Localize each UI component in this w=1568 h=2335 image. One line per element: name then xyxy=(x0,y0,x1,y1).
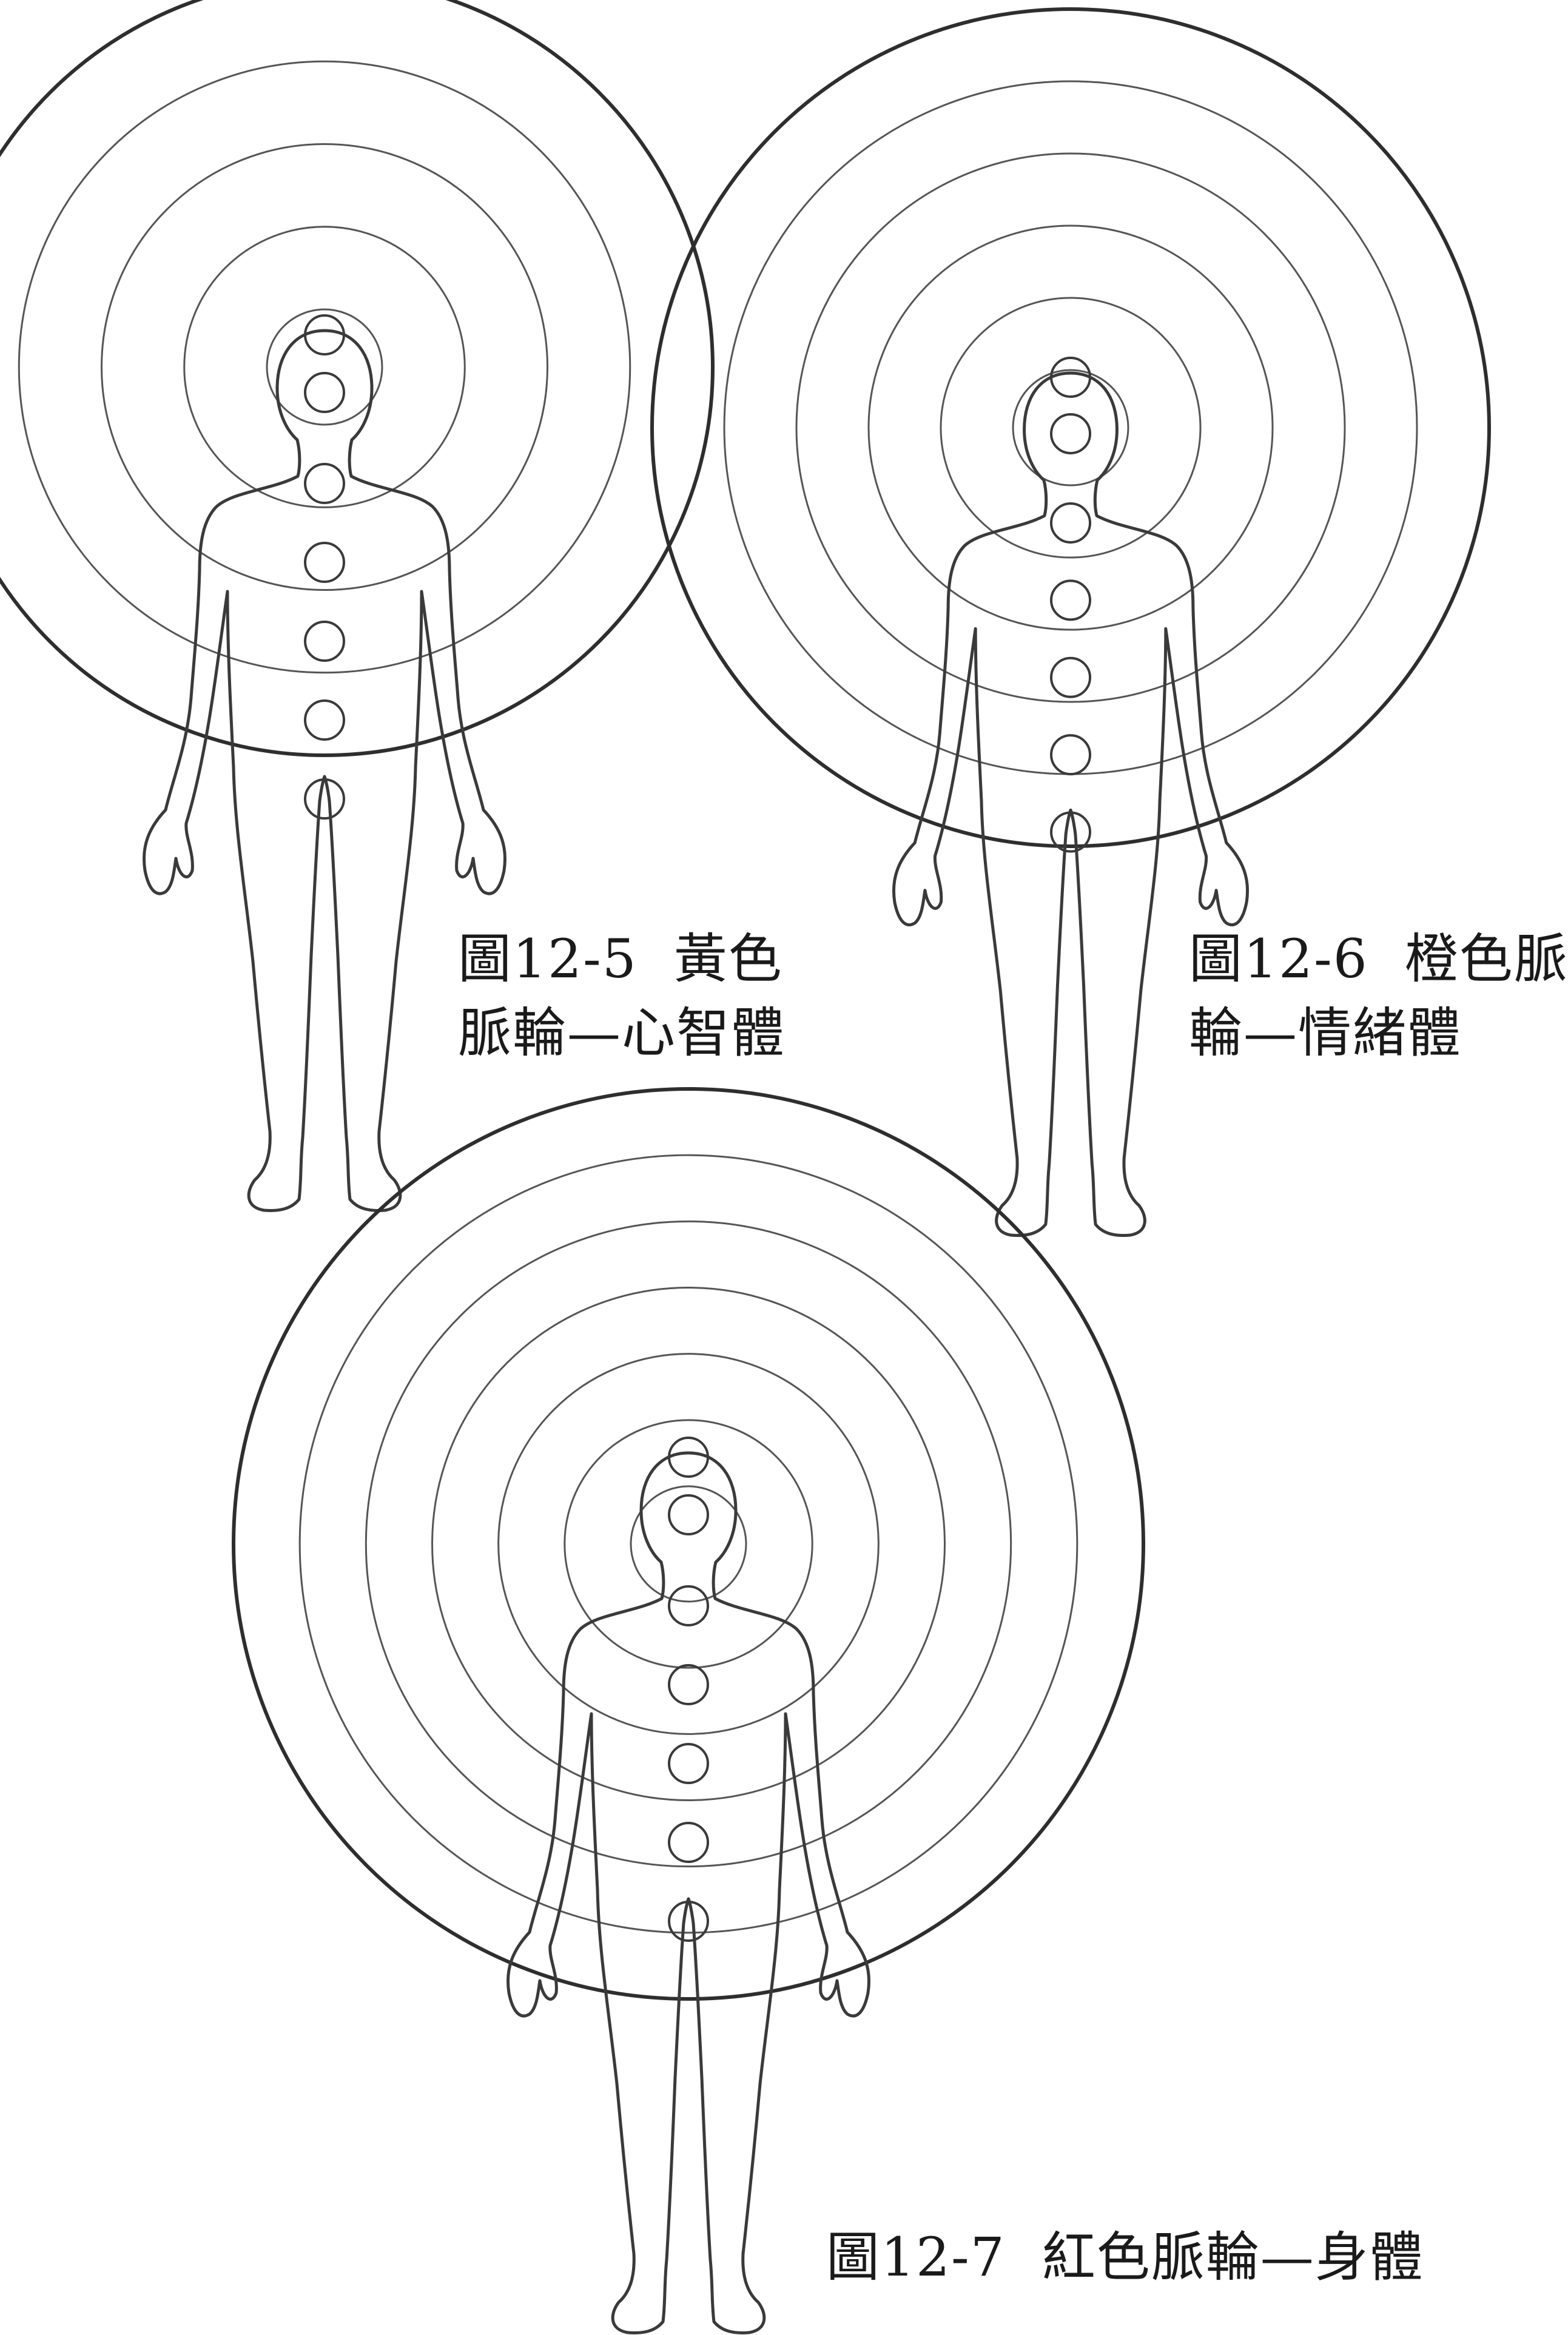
aura-ring xyxy=(0,0,715,757)
figure-number: 圖12-6 xyxy=(1189,928,1368,990)
aura-ring xyxy=(564,1419,813,1669)
caption-line-1: 黃色 xyxy=(673,928,783,990)
chakra-circle xyxy=(304,778,345,820)
caption-figure-12-6: 圖12-6 橙色脈 輪—情緒體 xyxy=(1189,922,1568,1070)
chakra-circle xyxy=(1050,811,1091,853)
aura-ring xyxy=(867,224,1274,631)
chakra-circle xyxy=(304,314,345,355)
caption-figure-12-5: 圖12-5 黃色 脈輪—心智體 xyxy=(458,922,786,1070)
aura-rings xyxy=(232,1087,1145,2001)
caption-line-1: 橙色脈 xyxy=(1404,928,1568,990)
human-body-outline xyxy=(892,371,1250,1237)
chakra-circle xyxy=(304,372,345,413)
chakra-circle xyxy=(1050,413,1091,454)
chakra-circle xyxy=(668,1585,709,1626)
chakra-circle xyxy=(668,1494,709,1535)
caption-figure-12-7: 圖12-7 紅色脈輪—身體 xyxy=(826,2220,1424,2294)
aura-ring xyxy=(101,143,548,591)
aura-ring xyxy=(497,1353,880,1735)
figure-12-6-orange-chakra-emotional-body xyxy=(650,7,1491,1237)
figure-number: 圖12-5 xyxy=(458,928,638,990)
aura-ring xyxy=(650,7,1491,848)
aura-ring xyxy=(183,226,466,508)
chakra-circle xyxy=(1050,656,1091,698)
chakra-circle xyxy=(668,1664,709,1705)
chakra-circle xyxy=(668,1437,709,1478)
caption-line-1: 紅色脈輪—身體 xyxy=(1041,2226,1424,2288)
human-body-outline xyxy=(143,329,506,1212)
aura-ring xyxy=(795,152,1346,703)
aura-ring xyxy=(431,1287,946,1801)
chakra-circle xyxy=(668,1901,709,1942)
aura-ring xyxy=(18,60,631,674)
chakra-circle xyxy=(668,1822,709,1863)
aura-rings xyxy=(650,7,1491,848)
aura-ring xyxy=(365,1220,1012,1868)
chakra-circle xyxy=(1050,356,1091,398)
figure-12-7-red-chakra-physical-body xyxy=(232,1087,1145,2334)
aura-ring xyxy=(1012,369,1129,487)
chakra-points xyxy=(668,1437,709,1942)
chakra-points xyxy=(1050,356,1091,853)
caption-line-2: 脈輪—心智體 xyxy=(458,1002,786,1064)
chakra-circle xyxy=(1050,734,1091,776)
aura-ring xyxy=(940,297,1202,559)
aura-ring xyxy=(232,1087,1145,2001)
human-body-outline xyxy=(506,1451,870,2334)
aura-ring xyxy=(266,308,383,426)
aura-ring xyxy=(723,80,1418,775)
caption-line-2: 輪—情緒體 xyxy=(1189,1002,1462,1064)
aura-rings xyxy=(0,0,715,757)
chakra-circle xyxy=(304,542,345,583)
chakra-circle xyxy=(1050,502,1091,544)
chakra-circle xyxy=(304,463,345,504)
figure-number: 圖12-7 xyxy=(826,2226,1006,2288)
aura-ring xyxy=(630,1485,747,1603)
aura-ring xyxy=(298,1154,1078,1934)
chakra-circle xyxy=(1050,579,1091,621)
chakra-circle xyxy=(304,621,345,662)
chakra-circle xyxy=(668,1743,709,1784)
figure-12-5-yellow-chakra-mental-body xyxy=(0,0,715,1212)
chakra-points xyxy=(304,314,345,820)
chakra-circle xyxy=(304,699,345,741)
